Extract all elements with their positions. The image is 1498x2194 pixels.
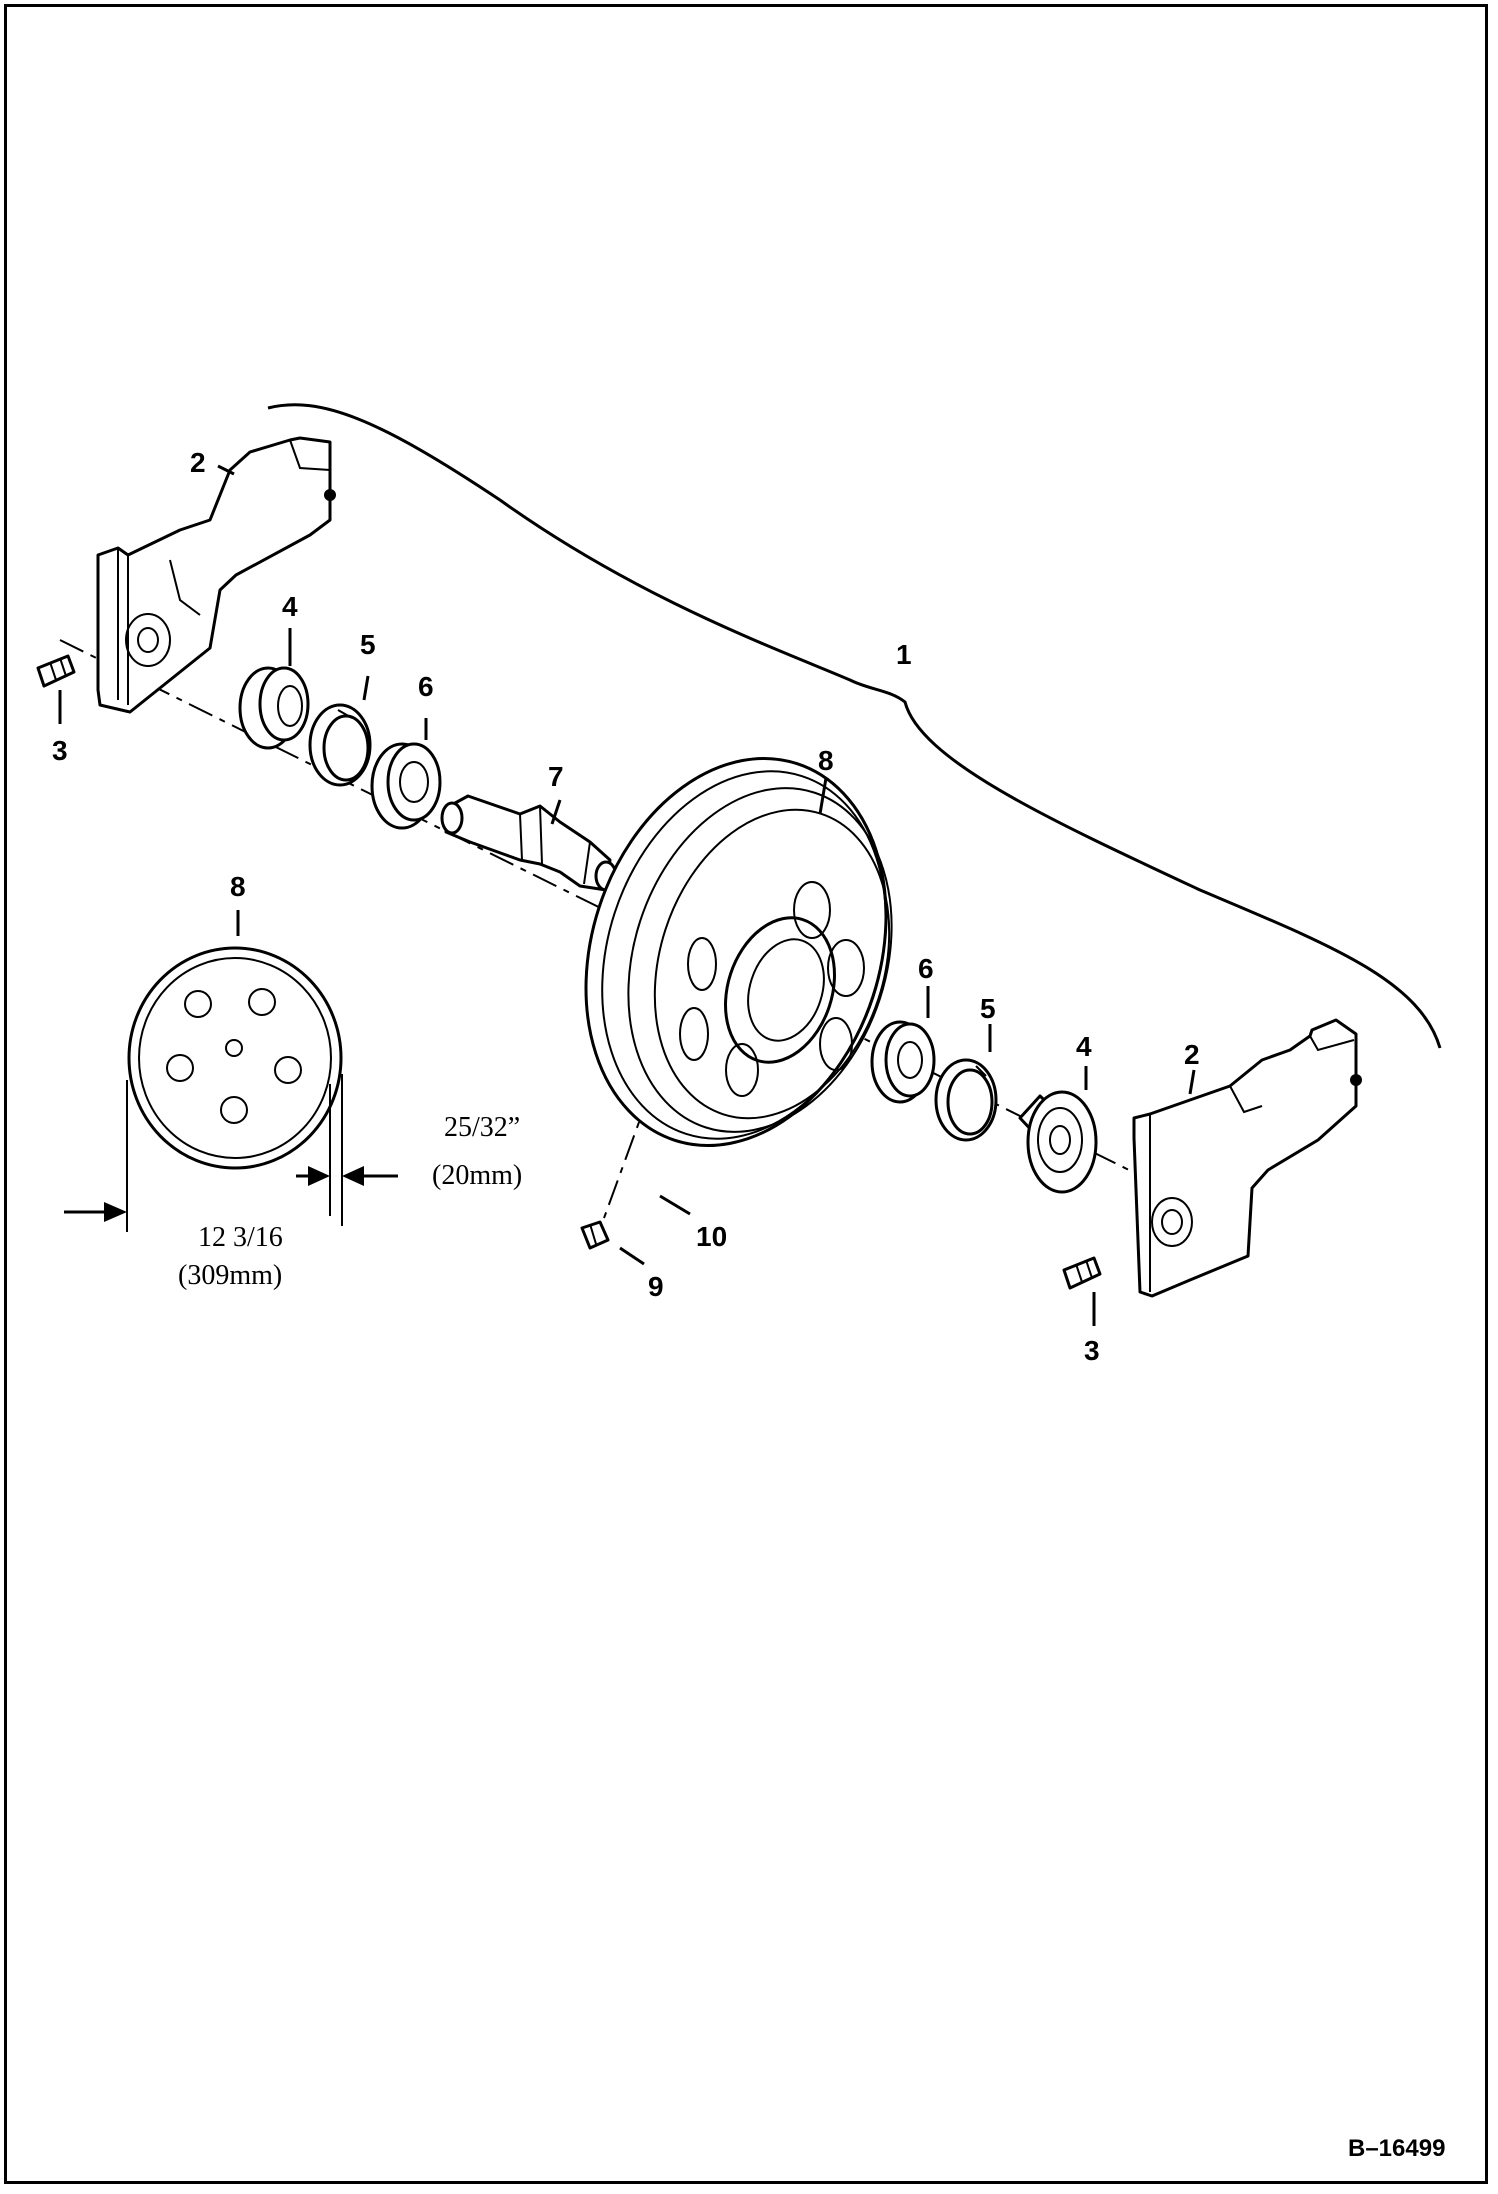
dim-diameter-metric: (309mm)	[178, 1260, 282, 1291]
dim-width-metric: (20mm)	[432, 1160, 522, 1191]
callout-right-snap-ring: 5	[980, 993, 996, 1024]
left-seal	[238, 666, 310, 750]
right-pin	[1062, 1256, 1102, 1290]
leader-lines	[58, 464, 1196, 1326]
callout-idler-detail: 8	[230, 871, 246, 902]
dim-width-fraction: 25/32”	[444, 1112, 520, 1143]
callout-idler-wheel: 8	[818, 745, 834, 776]
left-pin	[36, 654, 76, 688]
callout-left-frame: 2	[190, 447, 206, 478]
callout-left-seal: 4	[282, 591, 298, 622]
idler-detail-view	[127, 946, 343, 1170]
right-snap-ring	[934, 1058, 998, 1142]
right-bearing	[870, 1020, 936, 1104]
callout-left-pin: 3	[52, 735, 68, 766]
callout-right-frame: 2	[1184, 1039, 1200, 1070]
callout-right-bearing: 6	[918, 953, 934, 984]
callout-shaft: 7	[548, 761, 564, 792]
callout-plug: 9	[648, 1271, 664, 1302]
plug	[580, 1220, 610, 1250]
assembly-bracket	[267, 403, 1442, 1049]
callout-left-bearing: 6	[418, 671, 434, 702]
right-seal	[1018, 1090, 1098, 1194]
callout-washer: 10	[696, 1221, 727, 1252]
dimension-markers	[64, 1074, 398, 1232]
left-frame	[96, 436, 336, 714]
figure-id: B–16499	[1348, 2135, 1445, 2162]
right-frame	[1132, 1018, 1362, 1298]
idler-wheel	[584, 757, 893, 1147]
left-snap-ring	[308, 703, 372, 787]
dim-diameter-fraction: 12 3/16	[198, 1222, 283, 1253]
callout-right-pin: 3	[1084, 1335, 1100, 1366]
callout-assembly: 1	[896, 639, 912, 670]
left-bearing	[370, 742, 442, 830]
callout-right-seal: 4	[1076, 1031, 1092, 1062]
callout-left-snap-ring: 5	[360, 629, 376, 660]
